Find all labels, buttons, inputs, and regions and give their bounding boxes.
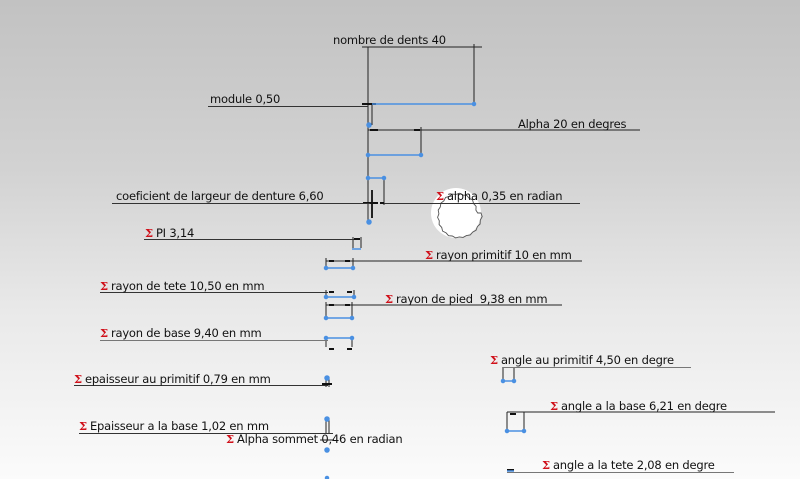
leader-line: [507, 472, 734, 473]
dimension-label: angle au primitif 4,50 en degre: [500, 353, 674, 367]
dimension-label: rayon primitif 10 en mm: [435, 248, 572, 262]
sigma-icon: Σ: [542, 458, 550, 472]
sigma-icon: Σ: [79, 419, 87, 433]
leader-line: [100, 340, 328, 341]
sigma-icon: Σ: [100, 279, 108, 293]
sigma-icon: Σ: [226, 432, 234, 446]
leader-line: [100, 292, 328, 293]
dimension-largeur-denture[interactable]: coeficient de largeur de denture 6,60: [116, 189, 324, 203]
leader-line: [208, 106, 368, 107]
dimension-label: coeficient de largeur de denture 6,60: [116, 189, 324, 203]
leader-line: [503, 367, 691, 368]
leader-line: [74, 385, 328, 386]
gear-sketch-icon: [431, 188, 483, 239]
dimension-label: alpha 0,35 en radian: [446, 189, 563, 203]
dimension-module[interactable]: module 0,50: [210, 92, 280, 106]
leader-line: [144, 239, 354, 240]
sigma-icon: Σ: [145, 226, 153, 240]
leader-line: [79, 433, 333, 434]
sigma-icon: Σ: [385, 292, 393, 306]
sigma-icon: Σ: [550, 399, 558, 413]
dimension-label: angle a la tete 2,08 en degre: [552, 458, 715, 472]
dimension-label: PI 3,14: [155, 226, 195, 240]
leader-line: [384, 203, 580, 204]
sigma-icon: Σ: [436, 189, 444, 203]
sigma-icon: Σ: [425, 248, 433, 262]
dimension-label: epaisseur au primitif 0,79 en mm: [84, 372, 271, 386]
dimension-label: Epaisseur a la base 1,02 en mm: [89, 419, 269, 433]
dimension-label: angle a la base 6,21 en degre: [560, 399, 727, 413]
sigma-icon: Σ: [490, 353, 498, 367]
dimension-label: nombre de dents 40: [333, 33, 446, 47]
dimension-nombre-dents[interactable]: nombre de dents 40: [333, 33, 446, 47]
dimension-alpha-degres[interactable]: Alpha 20 en degres: [518, 117, 626, 131]
dimension-label: rayon de tete 10,50 en mm: [110, 279, 265, 293]
leader-line: [112, 203, 370, 204]
sigma-icon: Σ: [100, 326, 108, 340]
dimension-label: rayon de pied 9,38 en mm: [395, 292, 548, 306]
dimension-label: rayon de base 9,40 en mm: [110, 326, 262, 340]
sigma-icon: Σ: [74, 372, 82, 386]
dimension-label: Alpha sommet 0,46 en radian: [236, 432, 403, 446]
dimension-label: module 0,50: [210, 92, 281, 106]
dimension-label: Alpha 20 en degres: [518, 117, 627, 131]
